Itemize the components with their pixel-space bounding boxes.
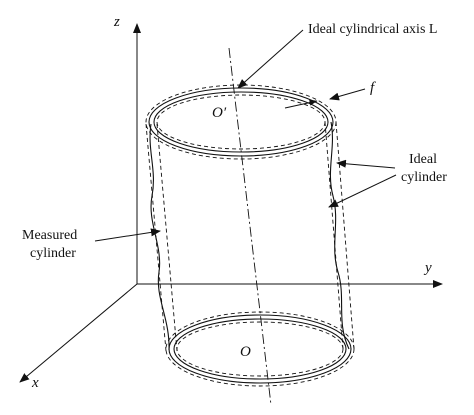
ideal-cylinder-pointer-upper — [336, 159, 396, 169]
top-dashed-inner — [156, 94, 326, 150]
bottom-dashed-inner — [176, 321, 344, 377]
y-axis-label: y — [423, 260, 432, 276]
ideal-right-inner — [324, 121, 344, 350]
measured-cylinder-label-line2: cylinder — [30, 246, 76, 261]
ideal-left-inner — [156, 123, 178, 352]
ideal-axis-pointer — [237, 29, 304, 89]
x-axis-label: x — [31, 375, 39, 391]
f-pointer — [329, 88, 366, 101]
ideal-cylinder-label-line1: Ideal — [409, 152, 437, 167]
x-axis — [19, 283, 138, 383]
bottom-inner-ellipse — [173, 318, 347, 380]
bottom-ellipses — [165, 311, 355, 387]
bottom-dashed-outer — [165, 311, 355, 387]
top-inner-ellipse — [153, 91, 329, 153]
f-label: f — [370, 80, 376, 96]
top-ellipses — [145, 84, 337, 160]
measured-cylinder-label-line1: Measured — [22, 228, 77, 243]
top-dashed-outer — [145, 84, 337, 160]
measured-left-profile — [149, 123, 170, 351]
z-axis-label: z — [113, 14, 120, 30]
measured-right-profile — [329, 121, 350, 350]
top-inner-arrow — [284, 99, 318, 109]
ideal-cylinder-label-line2: cylinder — [401, 170, 447, 185]
bottom-center-label: O — [240, 344, 251, 360]
bottom-outer-ellipse — [168, 314, 352, 384]
ideal-cylinder-pointer-lower — [328, 174, 397, 208]
top-outer-ellipse — [148, 87, 334, 157]
coordinate-axes — [19, 23, 443, 383]
ideal-axis-label: Ideal cylindrical axis L — [308, 22, 437, 37]
ideal-cylindrical-axis — [228, 47, 272, 406]
top-center-label: O′ — [212, 105, 227, 121]
measured-cylinder-sides — [149, 121, 350, 351]
measured-cylinder-pointer — [94, 228, 161, 242]
ideal-right-outer — [335, 121, 355, 350]
